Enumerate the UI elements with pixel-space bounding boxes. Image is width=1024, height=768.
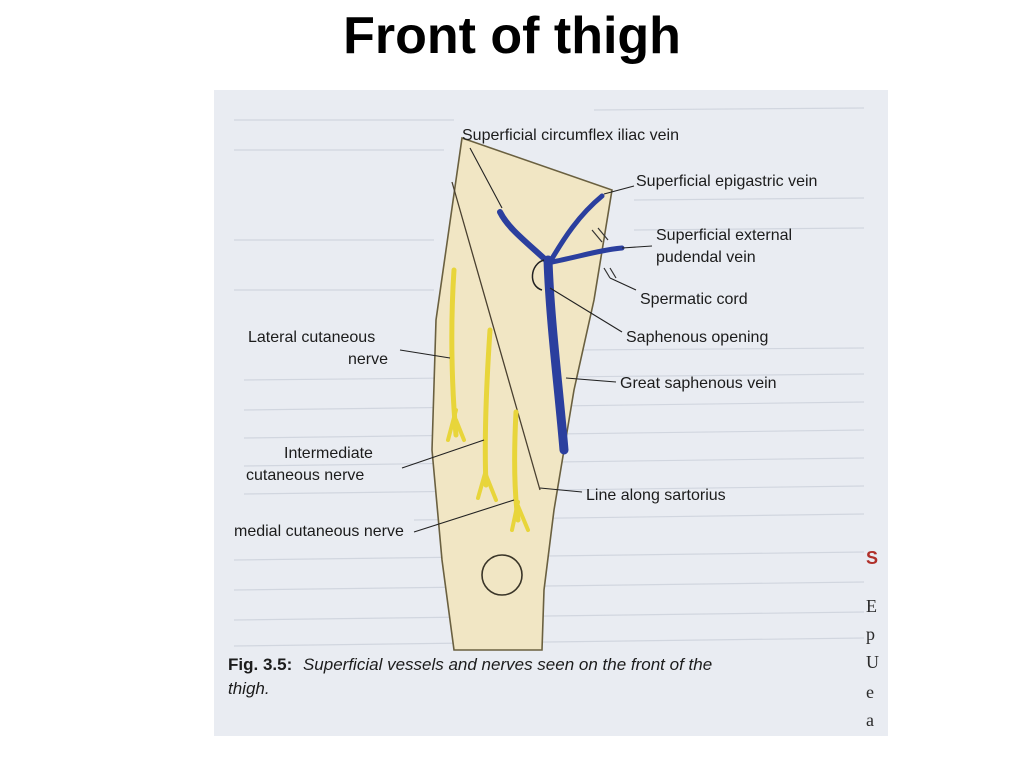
thigh-diagram: Superficial circumflex iliac vein Superf…	[228, 107, 865, 698]
label-external-pudendal-2: pudendal vein	[656, 249, 756, 266]
label-external-pudendal-1: Superficial external	[656, 227, 792, 244]
caption-text-2: thigh.	[228, 679, 270, 698]
sartorius-line	[451, 181, 541, 491]
edge-letter-3: p	[866, 624, 875, 644]
circumflex-iliac-vein	[497, 209, 551, 265]
spermatic-cord-marks	[591, 227, 617, 279]
thigh-figure: Superficial circumflex iliac vein Superf…	[214, 90, 888, 736]
label-intermediate-2: cutaneous nerve	[246, 467, 364, 484]
label-great-saphenous: Great saphenous vein	[620, 375, 777, 392]
epigastric-vein	[547, 193, 605, 265]
slide-title: Front of thigh	[343, 7, 681, 65]
leader-lines	[399, 147, 653, 533]
label-lateral-cutaneous-2: nerve	[348, 351, 388, 368]
caption-text-1: Superficial vessels and nerves seen on t…	[303, 655, 712, 674]
label-spermatic-cord: Spermatic cord	[640, 291, 748, 308]
nerves	[446, 267, 530, 532]
great-saphenous-vein	[543, 255, 569, 455]
veins	[497, 193, 625, 455]
edge-letter-1: S	[866, 548, 879, 568]
edge-letter-4: U	[866, 652, 879, 672]
label-medial-cutaneous: medial cutaneous nerve	[234, 523, 404, 540]
label-saphenous-opening: Saphenous opening	[626, 329, 768, 346]
label-epigastric: Superficial epigastric vein	[636, 173, 817, 190]
edge-letter-5: e	[866, 682, 874, 702]
label-lateral-cutaneous-1: Lateral cutaneous	[248, 329, 375, 346]
figure-caption-line1: Fig. 3.5: Superficial vessels and nerves…	[228, 655, 712, 674]
label-sartorius: Line along sartorius	[586, 487, 726, 504]
saphenous-opening	[531, 259, 545, 291]
caption-prefix: Fig. 3.5:	[228, 655, 292, 674]
edge-letter-6: a	[866, 710, 874, 730]
external-pudendal-vein	[549, 245, 625, 265]
patella-circle	[481, 554, 523, 596]
thigh-outline	[431, 136, 613, 651]
label-circumflex-iliac: Superficial circumflex iliac vein	[462, 127, 679, 144]
label-intermediate-1: Intermediate	[284, 445, 373, 462]
edge-letter-2: E	[866, 596, 877, 616]
